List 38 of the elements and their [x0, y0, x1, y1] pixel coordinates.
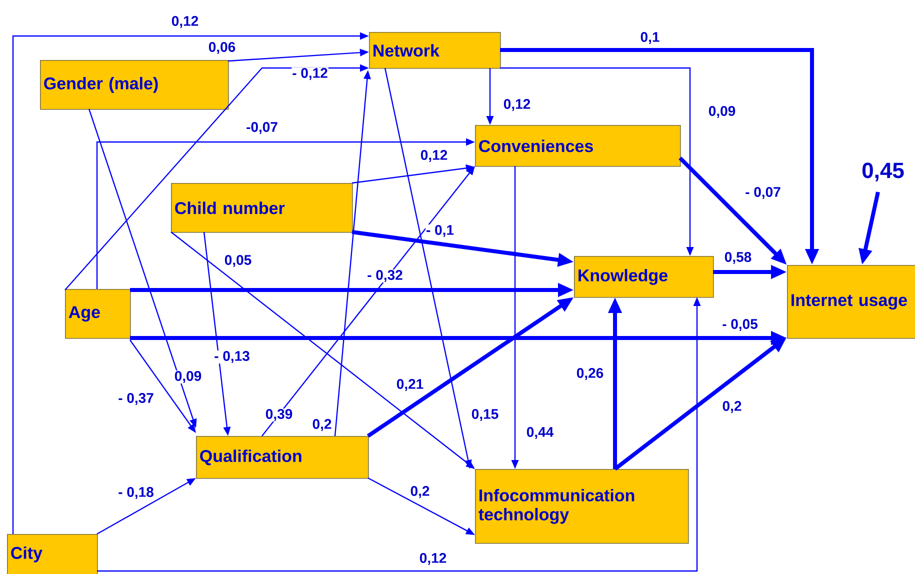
- edge-label: 0,06: [208, 42, 236, 54]
- edge-label: 0,1: [640, 32, 660, 44]
- edge-label: 0,12: [420, 150, 448, 162]
- edge-label: - 0,1: [426, 224, 455, 238]
- edge-label: - 0,12: [292, 68, 328, 80]
- factor-box: Conveniences: [475, 125, 681, 167]
- edge-label: - 0,13: [214, 350, 250, 364]
- edge-label: 0,45: [861, 162, 905, 182]
- factor-box: Qualification: [196, 436, 369, 479]
- factor-box: City: [7, 534, 98, 574]
- factor-box: Gender (male): [40, 60, 229, 110]
- edge-label: 0,2: [410, 486, 430, 498]
- edge-label: 0,58: [724, 252, 752, 264]
- edge-label: - 0,05: [722, 318, 758, 332]
- factor-box: Internet usage: [787, 265, 915, 339]
- edge-label: 0,21: [396, 378, 424, 392]
- edge-label: 0,15: [470, 408, 500, 422]
- edge-label: -0,07: [246, 122, 278, 134]
- edge-label: 0,2: [312, 418, 332, 432]
- edge-label: 0,12: [170, 16, 200, 28]
- edge-label: 0,09: [174, 370, 202, 384]
- factor-box: Knowledge: [574, 256, 714, 298]
- edge-label: 0,26: [576, 368, 604, 380]
- edge-label: - 0,18: [118, 486, 154, 500]
- edge-label: - 0,32: [366, 270, 404, 282]
- factor-box: Infocommunication technology: [475, 469, 689, 544]
- edge-label: - 0,07: [744, 186, 782, 200]
- edge-label: 0,39: [264, 408, 294, 422]
- edge-label: 0,2: [722, 400, 742, 414]
- factor-box: Network: [369, 32, 501, 69]
- edge-label: 0,44: [526, 426, 554, 440]
- factor-box: Child number: [171, 183, 353, 233]
- edge-label: 0,05: [224, 254, 252, 268]
- edge-label: 0,12: [418, 552, 448, 566]
- factor-box: Age: [65, 289, 131, 339]
- edge-label: 0,12: [502, 98, 532, 112]
- edge-label: 0,09: [708, 106, 736, 118]
- edge-label: - 0,37: [118, 392, 154, 406]
